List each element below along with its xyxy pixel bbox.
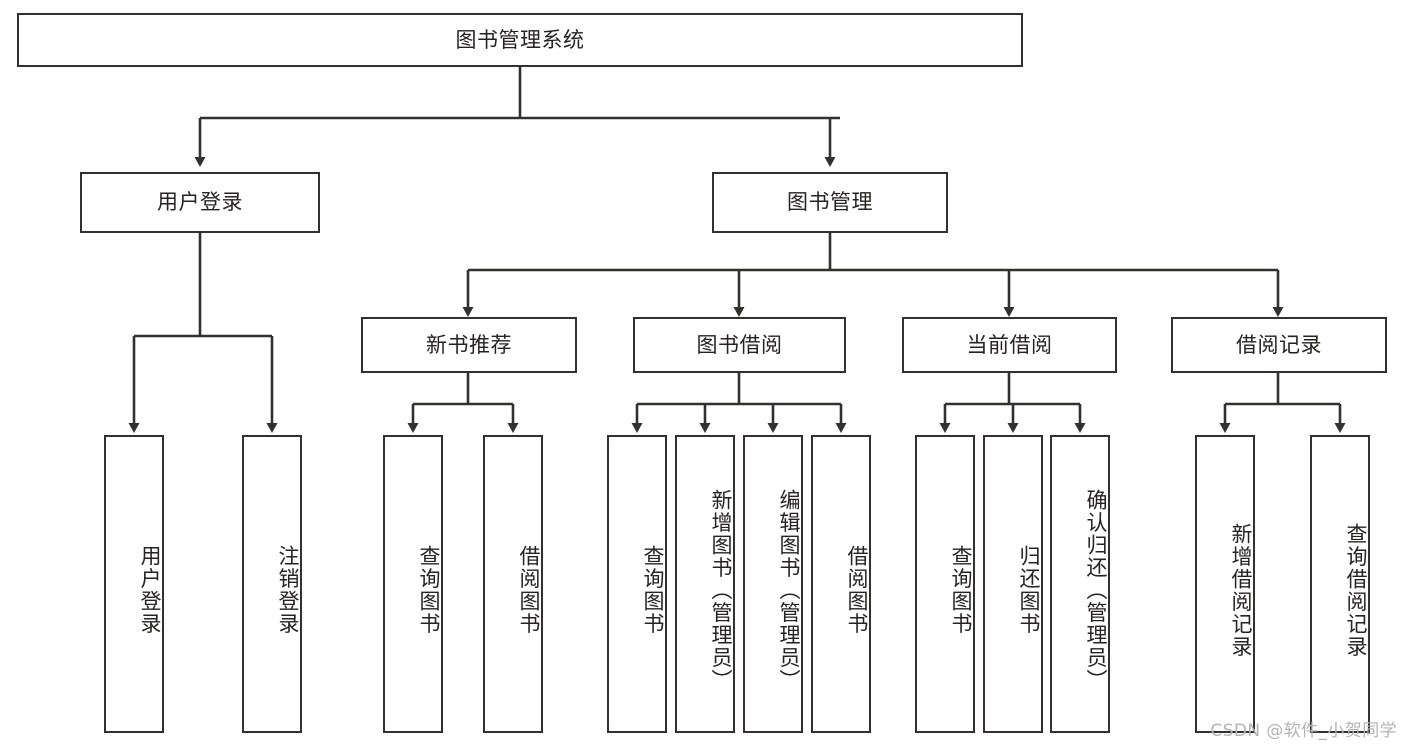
leaf-current-confirm-return-admin[interactable]: 确认归还（管理员） [1050,435,1110,733]
node-root-system[interactable]: 图书管理系统 [17,13,1023,67]
node-label: 新增图书（管理员） [709,488,733,692]
leaf-record-add-record[interactable]: 新增借阅记录 [1195,435,1255,733]
node-book-management[interactable]: 图书管理 [712,172,948,233]
node-label: 图书借阅 [696,332,783,357]
leaf-borrow-add-book-admin[interactable]: 新增图书（管理员） [675,435,735,733]
leaf-borrow-query-book[interactable]: 查询图书 [607,435,667,733]
node-label: 用户登录 [138,545,162,635]
leaf-user-login-login[interactable]: 用户登录 [104,435,164,733]
leaf-borrow-borrow-book[interactable]: 借阅图书 [811,435,871,733]
leaf-current-return-book[interactable]: 归还图书 [983,435,1043,733]
node-label: 当前借阅 [966,332,1053,357]
node-label: 确认归还（管理员） [1084,488,1108,692]
node-book-borrow[interactable]: 图书借阅 [633,317,846,373]
node-label: 图书管理 [787,190,873,215]
node-label: 编辑图书（管理员） [777,488,801,692]
node-label: 查询图书 [641,545,665,635]
node-label: 借阅图书 [845,545,869,635]
node-current-borrow[interactable]: 当前借阅 [902,317,1117,373]
node-borrow-record[interactable]: 借阅记录 [1171,317,1387,373]
node-user-login[interactable]: 用户登录 [80,172,320,233]
node-label: 归还图书 [1017,545,1041,635]
node-new-book-recommend[interactable]: 新书推荐 [361,317,577,373]
node-label: 新增借阅记录 [1229,522,1253,658]
leaf-borrow-edit-book-admin[interactable]: 编辑图书（管理员） [743,435,803,733]
node-label: 用户登录 [157,190,243,215]
node-label: 借阅图书 [517,545,541,635]
node-label: 查询图书 [949,545,973,635]
watermark-text: CSDN @软件_小贺同学 [1210,721,1397,741]
leaf-current-query-book[interactable]: 查询图书 [915,435,975,733]
leaf-user-login-logout[interactable]: 注销登录 [242,435,302,733]
node-label: 图书管理系统 [455,27,585,52]
leaf-recommend-query-book[interactable]: 查询图书 [383,435,443,733]
node-label: 注销登录 [276,545,300,635]
node-label: 借阅记录 [1236,332,1322,357]
leaf-record-query-record[interactable]: 查询借阅记录 [1310,435,1370,733]
node-label: 查询图书 [417,545,441,635]
node-label: 查询借阅记录 [1344,522,1368,658]
leaf-recommend-borrow-book[interactable]: 借阅图书 [483,435,543,733]
node-label: 新书推荐 [426,332,512,357]
